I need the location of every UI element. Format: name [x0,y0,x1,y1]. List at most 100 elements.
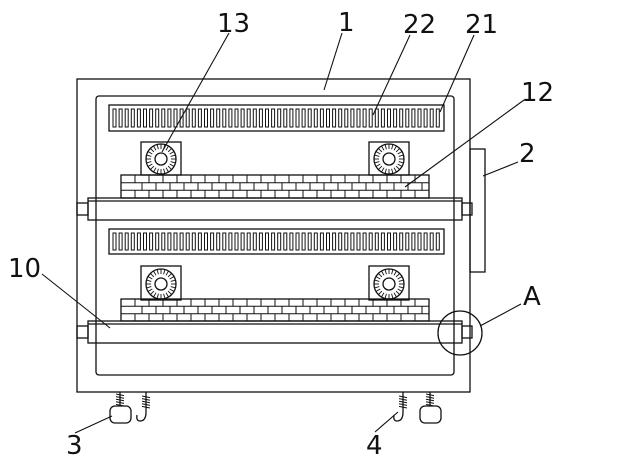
fan-rib [147,151,153,155]
fan-rib [398,154,404,157]
heater-fin [143,232,147,251]
heater-fins [112,108,440,251]
heater-fin [167,108,172,128]
fan-rib [156,168,159,174]
fan-rib [381,167,385,173]
heater-fin [356,108,361,128]
fan-rib [398,279,404,282]
fan-rib [146,279,152,282]
fan-rib [393,167,397,173]
fan-rib [150,148,155,153]
fan-rib [393,270,397,276]
heater-fin [228,108,233,128]
fan-rib [398,161,404,164]
heater-fin [191,108,196,128]
heater-fin [240,108,245,128]
label-13: 13 [217,9,250,39]
heater-fin [185,108,190,128]
heater-fin [380,108,385,128]
heater-fin [271,108,276,128]
spring-coil [425,393,435,397]
heater-fin [228,232,233,251]
spring-coil [425,403,435,407]
fan-motor-bottom-right [368,265,410,301]
heater-fin [393,108,398,128]
spring-coil [398,405,408,409]
spring-coil [398,403,408,406]
heater-fin [179,232,184,251]
heater-fin [258,108,263,128]
heater-fin [319,232,324,251]
fan-rib [167,290,172,295]
fan-rib [378,273,383,278]
heater-fin [185,232,190,251]
heater-fin [265,108,269,128]
fan-rib [146,154,152,157]
fan-rib [391,293,394,299]
heater-fin [210,232,215,251]
label-4: 4 [366,431,383,461]
fan-rib [374,286,380,289]
spring-coil [141,403,151,406]
heater-fin [216,232,221,251]
leader-12 [404,99,525,188]
heater-fin [258,232,263,251]
spring-coil [115,401,125,404]
heater-fin [130,108,135,128]
spring-coil [115,403,125,407]
heater-fin [387,108,391,128]
fan-rib [170,154,176,157]
tray-bottom-right-handle [461,325,473,339]
fan-rib [170,161,176,164]
heater-fin [417,232,422,251]
heater-fin [246,108,251,128]
heater-fin [222,232,227,251]
fan-rib [381,270,385,276]
heater-fin [149,232,154,251]
heater-fin [435,232,440,251]
heater-fin [350,108,355,128]
fan-rib [165,167,169,173]
heater-fin [271,232,276,251]
label-a: A [523,282,541,312]
heater-fin [399,108,404,128]
fan-rib [374,161,380,164]
heater-fin [112,232,117,251]
heater-fin [149,108,154,128]
fan-rib [150,273,155,278]
fan-rib [397,276,403,280]
heater-fin [374,108,379,128]
foot-springs [115,393,435,409]
hook-left [136,392,147,422]
fan-rib [384,269,387,275]
heater-fin [411,108,416,128]
spring-coil [115,396,125,399]
fan-rib [147,163,153,167]
heater-fin [173,232,178,251]
heater-fin [265,232,269,251]
fan-rib [381,292,385,298]
fan-rib [384,168,387,174]
fan-rib [153,270,157,276]
label-2: 2 [519,139,536,169]
heater-fin [332,232,337,251]
heater-fin [118,232,123,251]
tray-bottom-left-handle [76,325,89,339]
fan-rib [169,288,175,292]
fan-rib [156,293,159,299]
spring-coil [398,398,408,401]
fan-hub-top-left [154,152,168,166]
heater-fin [326,108,330,128]
spring-coil [398,395,408,399]
fan-rib [146,286,152,289]
heater-fin [277,232,282,251]
heater-fin [204,108,208,128]
fan-motor-bottom-left [140,265,182,301]
cabinet-housing [76,78,471,393]
fan-rib [170,286,176,289]
fan-hub-bottom-left [154,277,168,291]
fan-rib [165,145,169,151]
heater-fin [429,232,434,251]
heater-fin [136,108,141,128]
fan-rib [398,286,404,289]
